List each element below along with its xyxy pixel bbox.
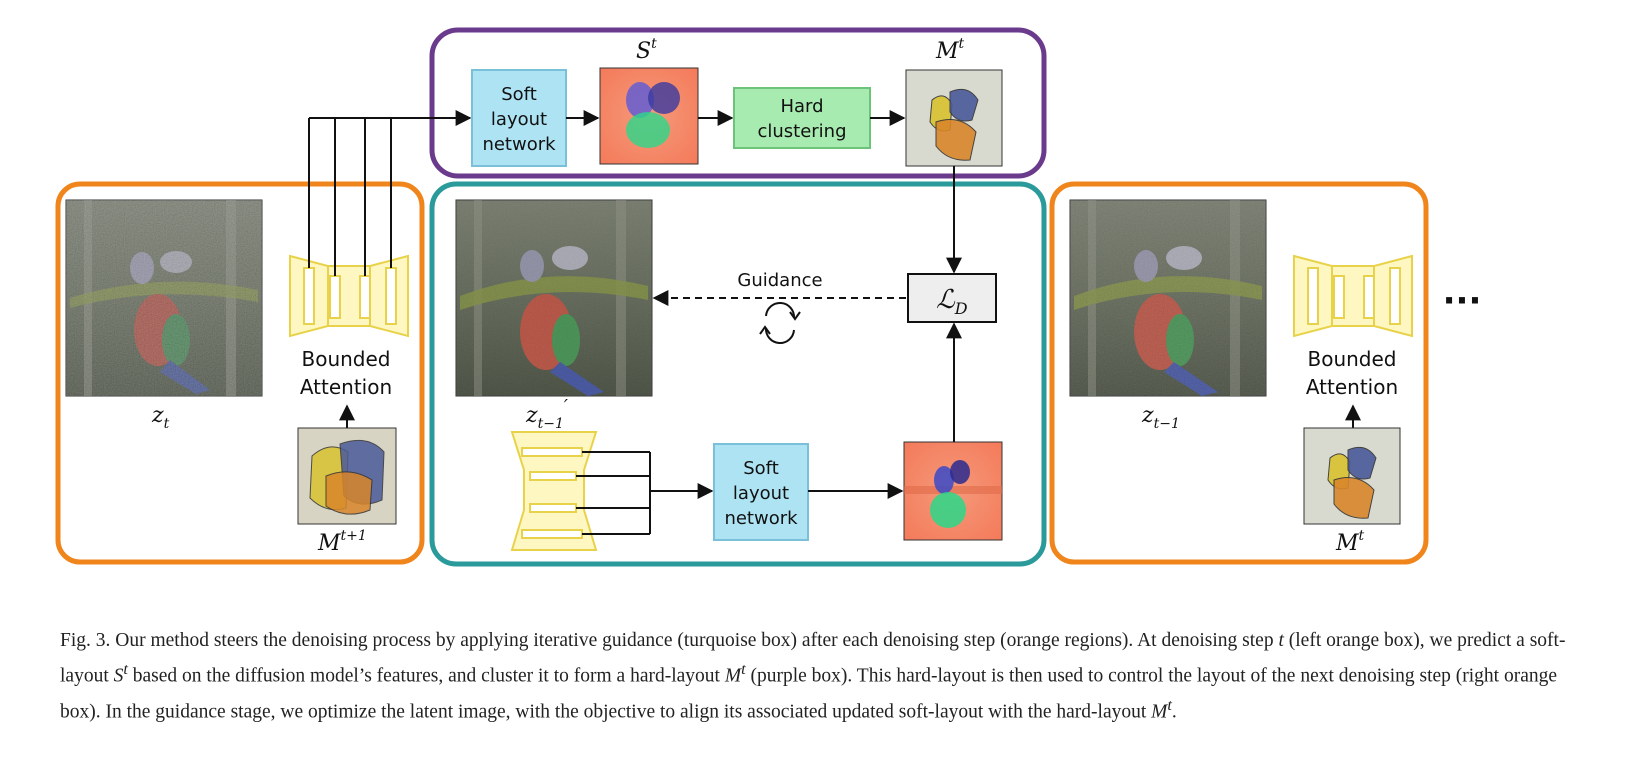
m-t-plus-1-label: Mt+1	[317, 528, 367, 556]
s-t-image	[599, 67, 699, 165]
caption-var-t: t	[1278, 630, 1284, 651]
caption-var-m1: M	[724, 665, 742, 687]
refresh-loop-icon	[759, 301, 801, 345]
z-t-minus-1-image	[1069, 199, 1267, 397]
caption-text-5: .	[1171, 701, 1177, 722]
loss-label: ℒD	[936, 285, 968, 318]
caption-text-3: based on the diffusion model’s features,…	[127, 665, 725, 687]
caption-sup-s: t	[123, 660, 128, 678]
m-t-right-label: Mt	[1335, 528, 1365, 556]
caption-sup-m2: t	[1167, 695, 1172, 714]
caption-text-4: (purple box). This hard-layout is then u…	[60, 665, 1558, 723]
z-t-minus-1-prime-label: zt−1′	[525, 396, 568, 432]
caption-var-m2: M	[1151, 701, 1168, 722]
right-orange-box	[1049, 181, 1429, 565]
caption-fig-number: Fig. 3.	[60, 630, 111, 651]
continuation-ellipsis: ···	[1443, 281, 1482, 321]
z-t-minus-1-prime-image	[455, 199, 653, 397]
figure-caption: Fig. 3. Our method steers the denoising …	[60, 626, 1600, 726]
caption-var-s: S	[113, 665, 124, 687]
loss-box	[907, 273, 997, 323]
s-t-label: St	[636, 36, 657, 64]
m-t-label: Mt	[935, 36, 965, 64]
z-t-image	[65, 199, 263, 397]
left-orange-box	[55, 181, 425, 565]
m-t-right-image	[1303, 427, 1401, 525]
z-t-label: zt	[151, 403, 170, 432]
turquoise-box	[429, 181, 1047, 567]
purple-box	[429, 27, 1047, 179]
caption-sup-m1: t	[741, 660, 746, 678]
m-t-plus-1-image	[297, 427, 397, 525]
guidance-label: Guidance	[737, 270, 822, 291]
unet-icon-right	[1293, 254, 1413, 338]
unet-icon-bottom	[510, 431, 598, 551]
hard-clustering-box	[733, 87, 871, 149]
bottom-feature-connector-lines	[576, 451, 714, 535]
caption-text-1: Our method steers the denoising process …	[115, 630, 1279, 651]
updated-soft-layout-image	[903, 441, 1003, 541]
feature-connector-lines	[308, 110, 472, 276]
soft-layout-network-bottom	[713, 443, 809, 541]
m-t-image	[905, 69, 1003, 167]
z-t-minus-1-label: zt−1	[1141, 403, 1180, 432]
caption-text-2: (left orange box), we predict a soft-lay…	[60, 630, 1566, 687]
